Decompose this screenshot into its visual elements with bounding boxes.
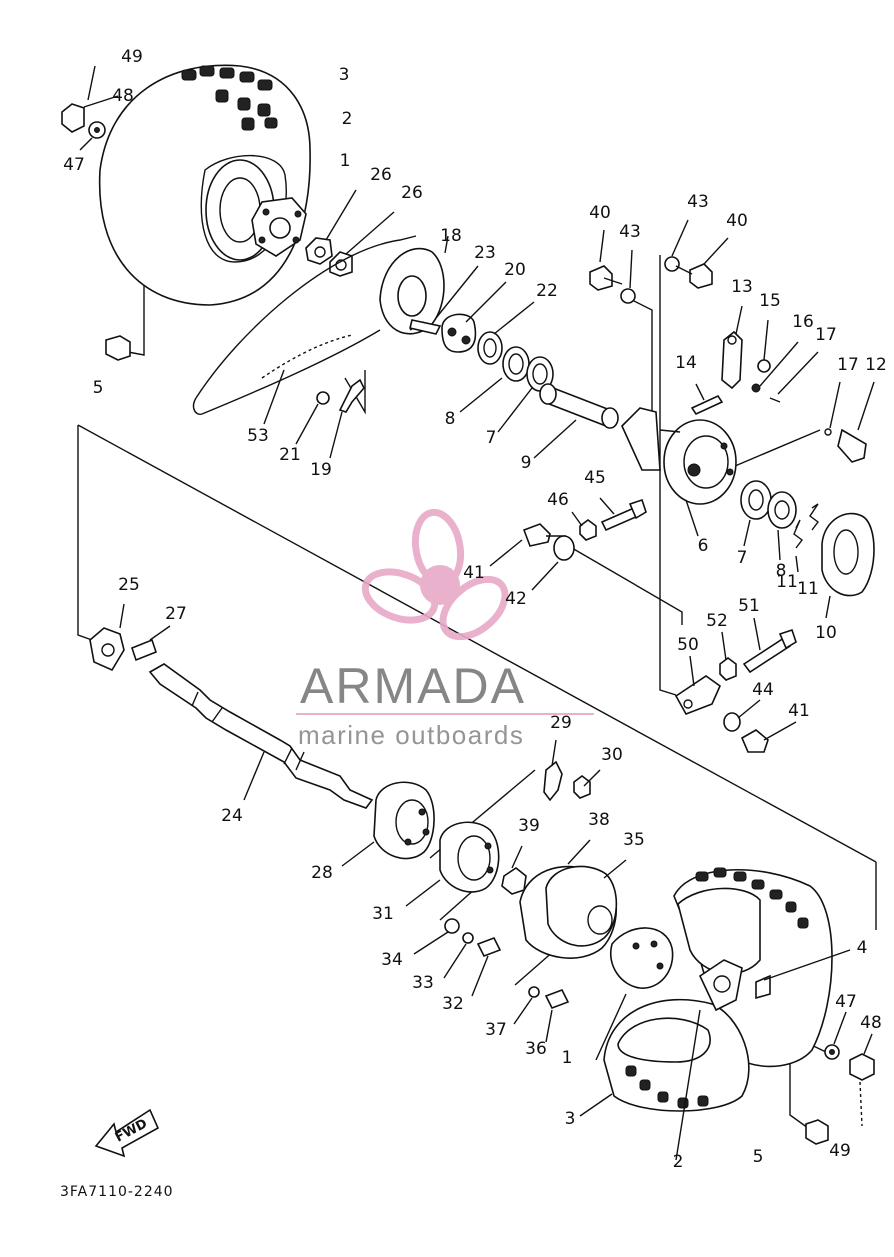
callout-11: 11 xyxy=(776,572,798,592)
callout-40: 40 xyxy=(726,211,748,231)
callout-26: 26 xyxy=(370,165,392,185)
callout-22: 22 xyxy=(536,281,558,301)
callout-1: 1 xyxy=(562,1048,573,1068)
brake-drum xyxy=(501,839,627,959)
brake-shoe-assembly xyxy=(740,480,875,619)
rear-axle xyxy=(89,603,374,809)
bracket-parts xyxy=(674,617,797,753)
callout-33: 33 xyxy=(412,973,434,993)
callout-40: 40 xyxy=(589,203,611,223)
callout-7: 7 xyxy=(486,428,497,448)
drawing-code: 3FA7110-2240 xyxy=(60,1184,174,1200)
lower-right-fasteners xyxy=(805,1011,875,1145)
callout-17: 17 xyxy=(837,355,859,375)
callout-51: 51 xyxy=(738,596,760,616)
callout-37: 37 xyxy=(485,1020,507,1040)
callout-23: 23 xyxy=(474,243,496,263)
callout-47: 47 xyxy=(63,155,85,175)
callout-26: 26 xyxy=(401,183,423,203)
left-wheel-assembly xyxy=(98,64,311,361)
callout-25: 25 xyxy=(118,575,140,595)
mount-bolts-center xyxy=(489,497,647,591)
drive-chain-and-sprocket xyxy=(192,235,449,415)
callout-49: 49 xyxy=(829,1141,851,1161)
callout-5: 5 xyxy=(753,1147,764,1167)
callout-41: 41 xyxy=(463,563,485,583)
callout-19: 19 xyxy=(310,460,332,480)
callout-20: 20 xyxy=(504,260,526,280)
callout-31: 31 xyxy=(372,904,394,924)
callout-41: 41 xyxy=(788,701,810,721)
callout-3: 3 xyxy=(339,65,350,85)
callout-8: 8 xyxy=(776,561,787,581)
callout-11: 11 xyxy=(797,579,819,599)
axle-sleeve xyxy=(533,383,619,459)
callout-47: 47 xyxy=(835,992,857,1012)
callout-7: 7 xyxy=(737,548,748,568)
callout-17: 17 xyxy=(815,325,837,345)
chain-adjuster-parts xyxy=(263,369,365,459)
forward-direction-arrow: FWD xyxy=(94,1108,160,1158)
callout-5: 5 xyxy=(93,378,104,398)
hub-and-cover xyxy=(341,739,601,907)
callout-39: 39 xyxy=(518,816,540,836)
callout-16: 16 xyxy=(792,312,814,332)
callout-30: 30 xyxy=(601,745,623,765)
callout-1: 1 xyxy=(340,151,351,171)
callout-2: 2 xyxy=(673,1152,684,1172)
callout-36: 36 xyxy=(525,1039,547,1059)
drum-fasteners xyxy=(413,918,570,1043)
callout-49: 49 xyxy=(121,47,143,67)
callout-29: 29 xyxy=(550,713,572,733)
hub-nuts xyxy=(305,189,395,277)
callout-3: 3 xyxy=(565,1109,576,1129)
callout-24: 24 xyxy=(221,806,243,826)
propeller-logo-icon xyxy=(361,508,509,641)
callout-6: 6 xyxy=(698,536,709,556)
callout-27: 27 xyxy=(165,604,187,624)
callout-34: 34 xyxy=(381,950,403,970)
watermark-tagline: marine outboards xyxy=(298,720,524,750)
callout-50: 50 xyxy=(677,635,699,655)
brake-lever-parts xyxy=(589,219,875,463)
callout-48: 48 xyxy=(112,86,134,106)
right-wheel-assembly xyxy=(579,867,851,1161)
armada-watermark: ARMADA marine outboards xyxy=(296,508,594,750)
callout-44: 44 xyxy=(752,680,774,700)
callout-28: 28 xyxy=(311,863,333,883)
callout-8: 8 xyxy=(445,409,456,429)
callout-48: 48 xyxy=(860,1013,882,1033)
callout-14: 14 xyxy=(675,353,697,373)
callout-38: 38 xyxy=(588,810,610,830)
callout-52: 52 xyxy=(706,611,728,631)
callout-45: 45 xyxy=(584,468,606,488)
callout-10: 10 xyxy=(815,623,837,643)
callout-12: 12 xyxy=(865,355,887,375)
callout-46: 46 xyxy=(547,490,569,510)
callout-15: 15 xyxy=(759,291,781,311)
upper-left-fasteners xyxy=(61,65,119,151)
callout-32: 32 xyxy=(442,994,464,1014)
callout-4: 4 xyxy=(857,938,868,958)
callout-35: 35 xyxy=(623,830,645,850)
callout-13: 13 xyxy=(731,277,753,297)
callout-21: 21 xyxy=(279,445,301,465)
callout-43: 43 xyxy=(687,192,709,212)
callout-53: 53 xyxy=(247,426,269,446)
callout-9: 9 xyxy=(521,453,532,473)
callout-42: 42 xyxy=(505,589,527,609)
callout-43: 43 xyxy=(619,222,641,242)
callout-18: 18 xyxy=(440,226,462,246)
axle-bearings-left xyxy=(409,265,554,433)
watermark-brand: ARMADA xyxy=(300,658,526,714)
callout-2: 2 xyxy=(342,109,353,129)
axle-housing xyxy=(621,407,737,537)
